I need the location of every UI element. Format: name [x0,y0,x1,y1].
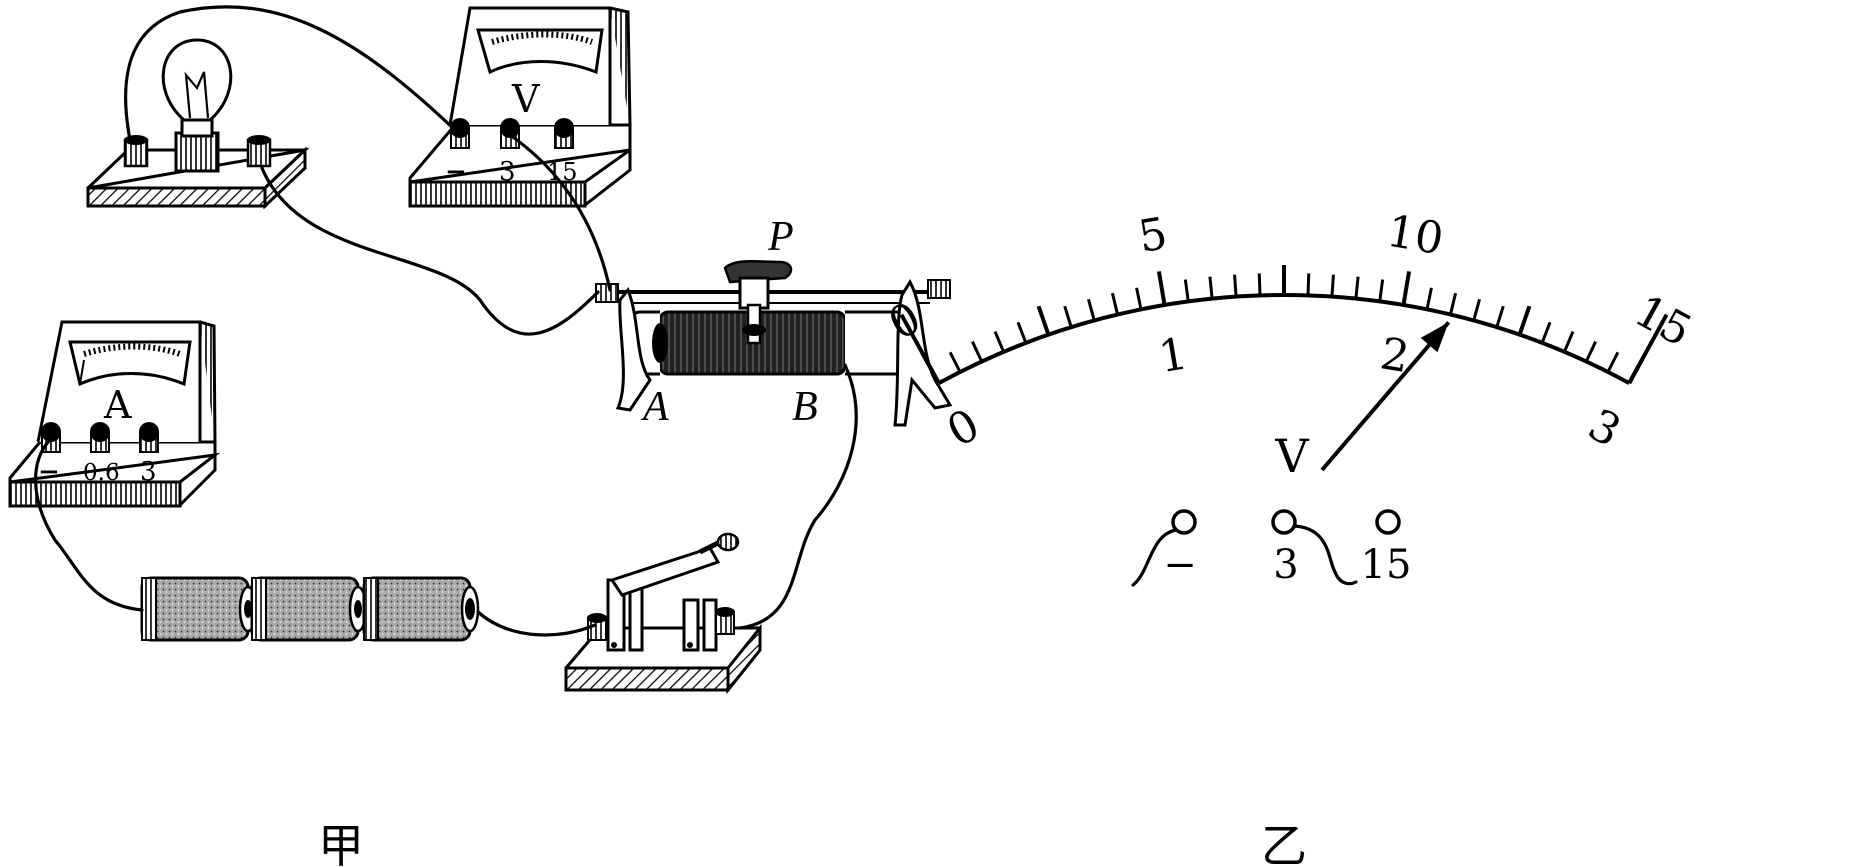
meter-dial: 0 5 10 15 0 1 2 3 V [881,206,1700,483]
dial-tick [1562,330,1575,353]
terminal-15 [1375,509,1401,535]
inner-label-1: 1 [1155,328,1191,383]
inner-label-0: 0 [939,399,988,457]
dial-tick [1540,321,1552,344]
inner-label-2: 2 [1377,328,1413,383]
dial-tick [1183,279,1190,302]
wire-bulb-to-rheostat [260,166,600,336]
voltmeter-label-3: 3 [499,157,516,187]
dial-tick [1036,305,1051,336]
lead-wire-neg [1131,528,1178,587]
dial-tick [1354,276,1360,299]
terminal-label-15: 15 [1361,542,1412,588]
terminal-3 [1271,509,1297,535]
meter-terminals: − 3 15 [1131,509,1412,588]
outer-scale-labels: 0 5 10 15 [881,206,1700,357]
figure-yi: 0 5 10 15 0 1 2 3 V − 3 [881,206,1700,867]
dial-tick [948,351,962,373]
rheostat-slider [723,260,793,345]
dial-tick [1208,276,1214,299]
wires [33,5,858,637]
rheostat-label-a: A [640,384,669,430]
dial-tick [1401,271,1412,306]
wire-rheostat-b-to-switch [738,363,858,630]
voltmeter-terminal-3 [500,118,520,149]
ammeter-label-0-6: 0.6 [83,460,120,486]
rheostat-label-b: B [792,384,818,430]
caption-jia: 甲 [318,819,364,867]
ammeter-terminal-0-6 [90,422,110,453]
figure-jia: V − 3 15 [8,5,953,867]
wire-voltmeter-to-rheostat [508,133,612,292]
terminal-neg [1171,509,1197,535]
dial-tick [1257,273,1262,296]
dial-tick [1306,273,1311,296]
battery-pack [140,576,480,642]
voltmeter-label-neg: − [445,157,467,187]
dial-tick [1016,321,1028,344]
dial-tick [1063,305,1073,328]
battery-cell [250,576,368,642]
battery-cell [140,576,258,642]
dial-tick [1087,298,1096,321]
terminal-label-3: 3 [1273,542,1298,588]
ammeter-label-neg: − [38,457,60,487]
ammeter-terminal-3 [139,422,159,453]
dial-tick [1110,292,1119,315]
dial-tick [1606,351,1620,373]
inner-label-3: 3 [1580,399,1629,457]
dial-tick [1449,292,1458,315]
dial-arc [937,293,1631,385]
rheostat-label-p: P [767,214,794,260]
bulb-holder [86,38,310,210]
outer-label-10: 10 [1383,206,1447,266]
dial-tick [1517,305,1532,336]
dial-tick [1472,298,1481,321]
battery-cell [362,576,480,642]
dial-ticks [920,265,1648,385]
ammeter-terminal-neg [41,422,61,453]
ammeter-symbol: A [103,383,132,427]
lead-wire-3 [1292,524,1358,586]
wire-bulb-to-voltmeter [124,5,457,142]
wire-battery-to-ammeter [33,438,144,612]
dial-tick [1156,271,1167,306]
dial-tick [1425,287,1433,310]
meter-needle [1320,320,1451,472]
dial-tick [1378,279,1385,302]
meter-symbol: V [1274,429,1309,483]
caption-yi: 乙 [1261,819,1307,867]
dial-tick [1233,274,1238,297]
dial-tick [993,330,1006,353]
voltmeter-symbol: V [511,77,540,121]
voltmeter-terminal-neg [450,118,470,149]
outer-label-5: 5 [1135,208,1171,263]
needle-line [1320,320,1451,472]
ammeter-label-3: 3 [140,457,157,487]
dial-tick [1495,305,1505,328]
dial-tick [1135,287,1143,310]
needle-arrowhead [1420,322,1449,353]
dial-end-left [899,313,941,385]
dial-tick [971,340,984,363]
voltmeter: V − 3 15 [408,6,632,208]
voltmeter-terminal-15 [554,118,574,149]
dial-tick [1584,340,1597,363]
knife-switch [564,532,762,695]
wire-switch-to-battery [476,610,597,637]
ammeter: A − 0.6 3 [8,320,221,508]
dial-end-right [1627,313,1669,385]
outer-label-15: 15 [1626,285,1700,357]
terminal-label-neg: − [1163,542,1197,588]
dial-tick [1330,274,1335,297]
